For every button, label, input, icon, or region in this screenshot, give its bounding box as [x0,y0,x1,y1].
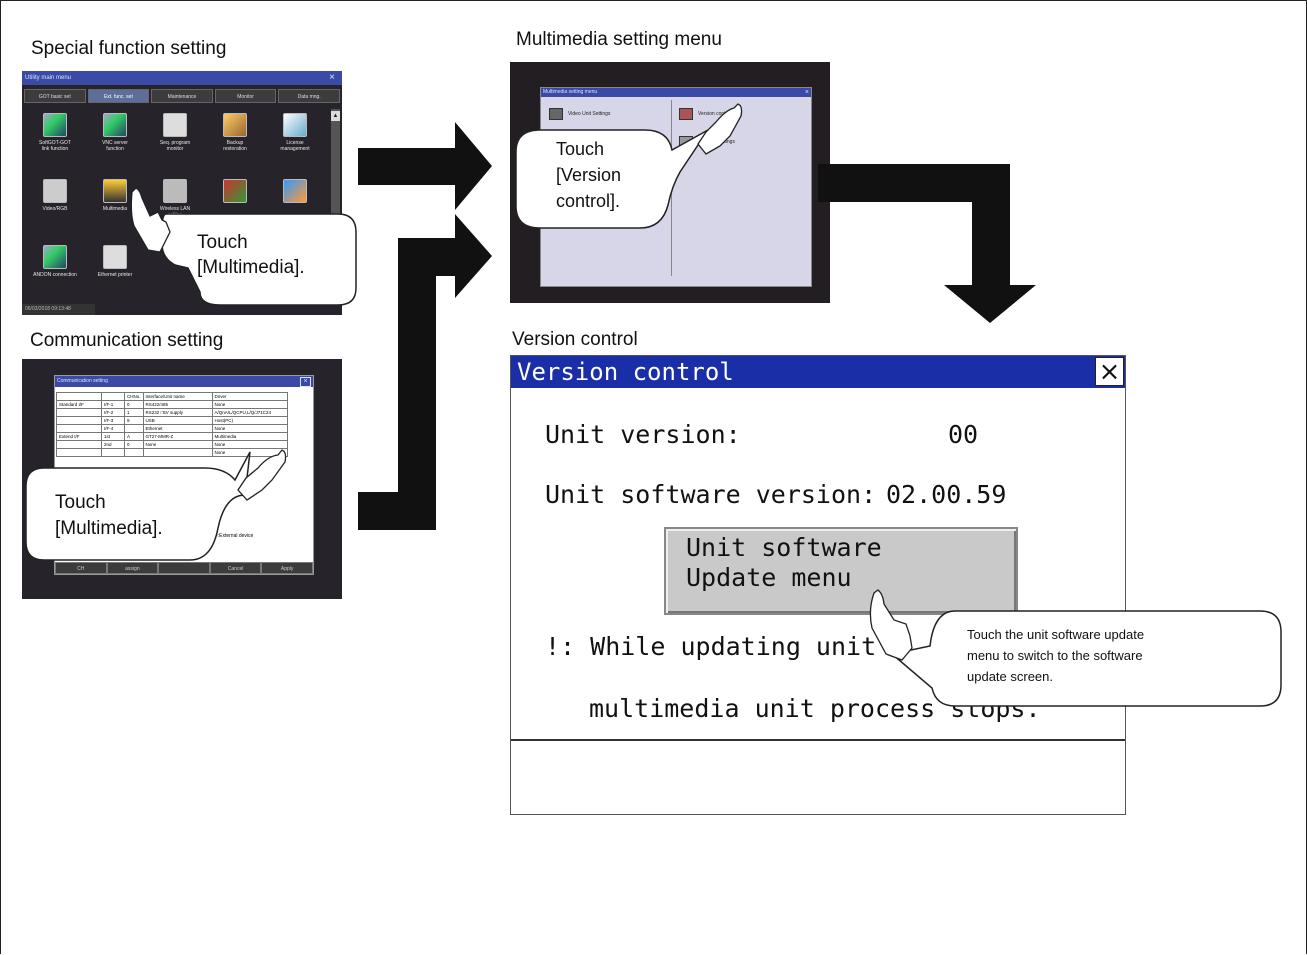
callout-bubble-2 [25,451,251,561]
softgot-icon [43,113,67,137]
utility-menu-screen: Utility main menu × GOT basic set Ext. f… [22,71,342,315]
version-control-item[interactable]: Version control [679,108,731,120]
label-communication: Communication setting [30,330,224,351]
close-icon[interactable]: × [1095,357,1124,386]
tab-maintenance[interactable]: Maintenance [151,89,213,103]
close-icon[interactable]: × [804,89,809,96]
video-icon [43,179,67,203]
status-clock: 06/03/2018 09:13:48 [22,304,95,315]
callout-bubble-4 [890,610,1282,707]
wireless-icon [163,179,187,203]
multimedia-menu-title: Multimedia setting menu× [541,88,811,97]
comm-button-bar: CH assign Cancel Apply [55,562,313,574]
tab-got-basic-set[interactable]: GOT basic set [24,89,86,103]
label-special-function: Special function setting [31,38,227,59]
callout-3-text: Touch [Version control]. [556,139,622,211]
arrow-right-down [818,164,1036,323]
label-version-control: Version control [512,329,638,350]
software-version-label: Unit software version: [545,480,877,509]
blank-button[interactable] [158,562,210,574]
warning-text-1: !: While updating unit [545,632,877,661]
vnc-icon [103,113,127,137]
grid-item-10[interactable] [266,179,324,206]
cancel-button[interactable]: Cancel [209,562,262,574]
external-device-note: ≠:External device [215,533,254,539]
seq-program-icon [163,113,187,137]
comm-setting-title: Communication setting× [55,376,313,387]
unit-version-value: 00 [948,420,979,449]
hand-icon [869,589,913,661]
version-control-screen: Version control × Unit version: 00 Unit … [510,355,1126,815]
version-control-title: Version control [511,356,1125,388]
callout-4-text: Touch the unit software update menu to s… [967,627,1145,684]
callout-1-text: Touch [Multimedia]. [197,232,305,278]
scroll-up-icon[interactable]: ▲ [331,111,340,121]
version-icon [679,108,693,120]
video-icon [549,108,563,120]
close-icon[interactable]: × [329,72,335,83]
ch-button[interactable]: CH [55,562,107,574]
hand-icon [697,103,743,155]
tab-data-mng[interactable]: Data mng. [278,89,340,103]
callout-bubble-3 [515,129,709,229]
tab-monitor[interactable]: Monitor [214,89,277,103]
andon-icon [43,245,67,269]
utility-menu-title: Utility main menu [22,71,342,85]
grid-item-9[interactable] [206,179,264,206]
scrollbar[interactable]: ▲ [331,109,340,295]
hand-icon [237,449,287,501]
apply-button[interactable]: Apply [261,562,313,574]
tab-ext-func-set[interactable]: Ext. func. set [87,89,150,103]
license-icon [283,113,307,137]
software-update-button[interactable]: Unit software Update menu [664,527,1018,615]
backup-icon [223,113,247,137]
arrow-up-right [358,214,492,530]
callout-2-text: Touch [Multimedia]. [55,492,163,539]
multimedia-icon [103,179,127,203]
hand-icon [130,187,171,253]
tool-icon [223,179,247,203]
tool-icon [283,179,307,203]
label-multimedia-menu: Multimedia setting menu [516,29,722,50]
assign-button[interactable]: assign [106,562,159,574]
printer-icon [103,245,127,269]
arrow-right-1 [358,122,492,210]
multimedia-menu-screen: Multimedia setting menu× Video Unit Sett… [510,62,830,303]
utility-tabs: GOT basic set Ext. func. set Maintenance… [24,89,340,103]
unit-version-label: Unit version: [545,420,741,449]
ethernet-printer-button[interactable]: Ethernet printer [86,245,144,278]
separator-line [511,739,1125,741]
close-icon[interactable]: × [300,377,311,387]
video-rgb-button[interactable]: Video/RGB [26,179,84,212]
software-version-value: 02.00.59 [886,480,1007,509]
video-unit-settings-item[interactable]: Video Unit Settings [549,108,610,120]
andon-button[interactable]: ANDON connection [26,245,84,278]
multimedia-button[interactable]: Multimedia [86,179,144,212]
